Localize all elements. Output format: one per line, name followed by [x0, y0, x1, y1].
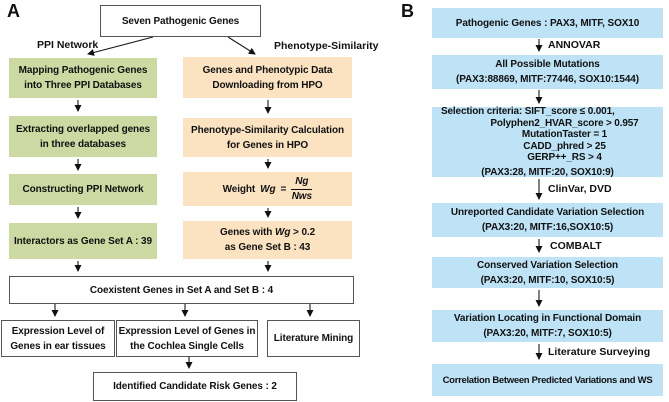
gene-set-b-symbol: Wg: [274, 227, 291, 238]
criteria-line5: GERP++_RS > 4: [527, 152, 602, 163]
text-line: Constructing PPI Network: [22, 184, 144, 195]
gene-set-b-post: > 0.2: [293, 227, 316, 238]
text-line: Literature Mining: [273, 333, 354, 344]
ppi-step-mapping-box: Mapping Pathogenic Genes into Three PPI D…: [9, 58, 157, 98]
text-line: Seven Pathogenic Genes: [121, 15, 240, 27]
b-correlation-ws-box: Correlation Between Predicted Variations…: [432, 364, 663, 396]
text-line: Correlation Between Predicted Variations…: [442, 374, 653, 386]
b-arrow-label-clinvar-dvd: ClinVar, DVD: [548, 183, 612, 195]
criteria-counts: (PAX3:28, MITF:20, SOX10:9): [481, 166, 614, 178]
ppi-step-constructing-box: Constructing PPI Network: [9, 174, 157, 205]
text-line: (PAX3:20, MITF:10, SOX10:5): [480, 274, 615, 286]
ppi-step-interactors-box: Interactors as Gene Set A : 39: [9, 223, 157, 259]
b-unreported-variation-box: Unreported Candidate Variation Selection…: [432, 203, 663, 237]
text-line: Identified Candidate Risk Genes : 2: [113, 381, 277, 392]
b-pathogenic-genes-box: Pathogenic Genes : PAX3, MITF, SOX10: [432, 8, 663, 38]
text-line: Expression Level of Genes in: [118, 325, 256, 337]
text-line: Conserved Variation Selection: [476, 259, 619, 271]
b-arrow-label-combalt: COMBALT: [550, 240, 602, 252]
formula-denominator: Nws: [291, 190, 312, 202]
b-selection-criteria-box: Selection criteria: SIFT_score ≤ 0.001, …: [432, 106, 663, 178]
root-genes-box: Seven Pathogenic Genes: [100, 5, 261, 37]
text-line: Coexistent Genes in Set A and Set B : 4: [89, 284, 274, 296]
panel-a-label: A: [7, 1, 20, 21]
gene-set-b-line2: as Gene Set B : 43: [224, 242, 311, 253]
formula-equals: =: [280, 183, 287, 195]
text-line: for Genes in HPO: [226, 139, 309, 151]
text-line: the Cochlea Single Cells: [130, 340, 244, 352]
evidence-literature-mining-box: Literature Mining: [267, 320, 360, 357]
text-line: in three databases: [39, 138, 126, 150]
weight-formula-box: Weight Wg = Ng Nws: [183, 172, 352, 206]
criteria-line3: MutationTaster = 1: [521, 129, 608, 140]
pheno-step-similarity-calc-box: Phenotype-Similarity Calculation for Gene…: [183, 118, 352, 157]
panel-b-label: B: [401, 1, 414, 21]
text-line: (PAX3:20, MITF:16,SOX10:5): [481, 222, 614, 233]
criteria-line2: Polyphen2_HVAR_score > 0.957: [490, 117, 639, 129]
b-all-mutations-box: All Possible Mutations (PAX3:88869, MITF:…: [432, 55, 663, 89]
text-line: Genes and Phenotypic Data: [202, 64, 333, 76]
gene-set-b-box: Genes with Wg > 0.2 as Gene Set B : 43: [183, 221, 352, 259]
text-line: (PAX3:20, MITF:7, SOX10:5): [483, 328, 612, 339]
text-line: Genes in ear tissues: [10, 340, 106, 352]
criteria-line4: CADD_phred > 25: [523, 140, 606, 152]
formula-prefix: Weight: [222, 183, 256, 195]
text-line: All Possible Mutations: [495, 59, 600, 70]
text-line: Expression Level of: [11, 325, 105, 337]
text-line: into Three PPI Databases: [24, 80, 142, 91]
evidence-ear-tissues-box: Expression Level of Genes in ear tissues: [1, 320, 115, 357]
evidence-cochlea-cells-box: Expression Level of Genes in the Cochlea …: [116, 320, 258, 357]
text-line: (PAX3:88869, MITF:77446, SOX10:1544): [456, 74, 639, 85]
text-line: Unreported Candidate Variation Selection: [450, 207, 645, 218]
formula-symbol: Wg: [260, 183, 276, 195]
text-line: Variation Locating in Functional Domain: [453, 313, 642, 324]
arrow-root-to-phenotype: [227, 36, 256, 55]
formula-numerator: Ng: [291, 176, 313, 190]
text-line: Pathogenic Genes : PAX3, MITF, SOX10: [455, 17, 640, 29]
branch-label-phenotype: Phenotype-Similarity: [274, 40, 379, 52]
text-line: Mapping Pathogenic Genes: [18, 65, 148, 76]
result-candidate-genes-box: Identified Candidate Risk Genes : 2: [93, 372, 297, 401]
text-line: Phenotype-Similarity Calculation: [191, 124, 344, 136]
coexistent-genes-box: Coexistent Genes in Set A and Set B : 4: [9, 276, 354, 304]
b-conserved-variation-box: Conserved Variation Selection (PAX3:20, M…: [432, 257, 663, 288]
text-line: Downloading from HPO: [212, 79, 323, 91]
formula-fraction: Ng Nws: [291, 176, 313, 203]
b-arrow-label-annovar: ANNOVAR: [548, 39, 601, 51]
text-line: Extracting overlapped genes: [15, 123, 150, 135]
text-line: Interactors as Gene Set A : 39: [14, 235, 152, 247]
ppi-step-extracting-box: Extracting overlapped genes in three data…: [9, 116, 157, 157]
criteria-line1: Selection criteria: SIFT_score ≤ 0.001,: [441, 106, 615, 117]
b-functional-domain-box: Variation Locating in Functional Domain (…: [432, 310, 663, 342]
gene-set-b-line1: Genes with Wg > 0.2: [220, 225, 315, 240]
branch-label-ppi: PPI Network: [37, 39, 99, 51]
b-arrow-label-literature-surveying: Literature Surveying: [548, 346, 651, 358]
gene-set-b-pre: Genes with: [219, 227, 273, 238]
